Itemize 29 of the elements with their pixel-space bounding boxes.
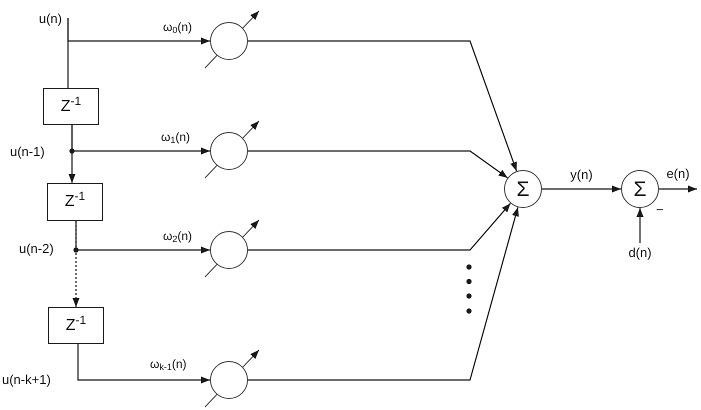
arrow [248,207,519,381]
arrow [542,186,621,192]
weight-label: ω$_{2}$(n) [163,228,192,244]
arrow [77,344,210,384]
arrow [248,202,511,251]
arrow [75,221,210,254]
arrow [248,150,508,178]
weight-label: ω$_{k-1}$(n) [150,356,187,372]
edge-label: e(n) [665,166,691,182]
signal-label: u(n-1) [10,144,45,160]
arrow [72,221,80,307]
arrow [68,125,76,183]
summing-junction: Σ [621,170,659,208]
arrow [659,186,697,192]
signal-label: u(n) [36,9,68,27]
signal-label: u(n-k+1) [2,372,51,388]
minus-sign: − [656,202,664,218]
edge-label: y(n) [569,167,594,183]
delay-block: Z$^{-1}$ [48,307,104,344]
delay-block: Z$^{-1}$ [47,183,103,221]
arrow [248,40,518,172]
summing-junction: Σ [504,170,542,208]
arrow [636,208,644,243]
delay-block: Z$^{-1}$ [43,88,99,125]
signal-label: u(n-2) [19,241,54,257]
signal-label: d(n) [624,243,656,261]
weight-label: ω$_{1}$(n) [161,129,190,145]
weight-label: ω$_{0}$(n) [163,19,192,35]
connector-line [67,18,69,88]
